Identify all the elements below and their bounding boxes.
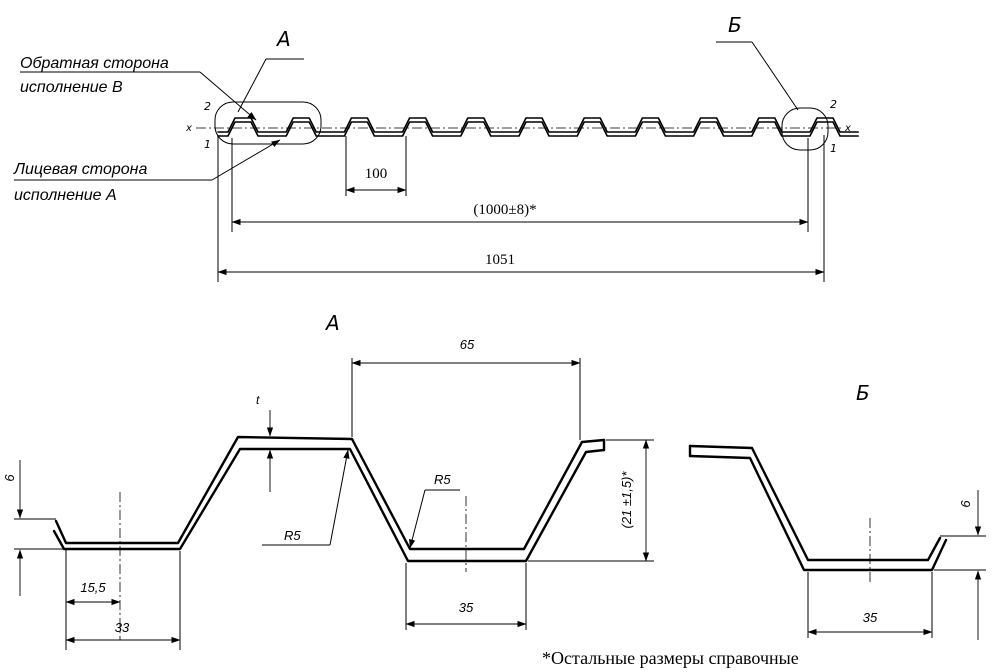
detail-a-title: А	[324, 311, 340, 335]
callout-b-label: Б	[728, 13, 742, 37]
back-side-leader	[199, 71, 257, 121]
dim-t-text: t	[256, 393, 260, 407]
dim-65-text: 65	[460, 337, 475, 352]
dim-r5-right-text: R5	[434, 472, 451, 487]
dim-35b-text: 35	[863, 610, 878, 625]
footnote: *Остальные размеры справочные	[542, 648, 799, 668]
sheet-profile-outer	[217, 117, 859, 133]
face-side-label-line2: исполнение А	[14, 187, 117, 204]
back-side-label-line1: Обратная сторона	[20, 55, 169, 72]
detail-b: Б 6 35	[688, 381, 986, 640]
detail-a: А 65 t R5 R5 (21 ±1,5)* 6	[2, 311, 654, 650]
dim-33-text: 33	[115, 620, 130, 635]
detail-b-profile-lower	[688, 454, 948, 572]
dim-height-text: (21 ±1,5)*	[619, 471, 634, 529]
detail-a-profile-upper	[54, 435, 606, 551]
dim-15-5-text: 15,5	[80, 580, 106, 595]
detail-a-callout-box	[214, 101, 322, 145]
detail-b-title: Б	[856, 381, 870, 405]
dim-35a-text: 35	[459, 600, 474, 615]
sheet-profile-inner	[217, 121, 859, 137]
dim-6b-text: 6	[958, 500, 973, 508]
detail-b-callout-box	[781, 107, 829, 151]
r5-right-leader	[409, 489, 426, 549]
dim-r5-left-text: R5	[284, 528, 301, 543]
left-edge-label-2: 2	[204, 100, 211, 113]
right-axis-label-x: x	[844, 123, 851, 134]
face-side-leader	[211, 139, 281, 181]
top-view: А Б Обратная сторона исполнение В Лицева…	[13, 13, 859, 282]
dim-total-text: 1051	[485, 252, 515, 268]
callout-b-leader	[751, 41, 799, 111]
r5-left-leader	[329, 449, 350, 546]
right-edge-label-2: 2	[830, 98, 837, 111]
dim-width-text: (1000±8)*	[473, 202, 536, 218]
dim-pitch-text: 100	[365, 166, 388, 182]
detail-a-profile-lower	[52, 447, 606, 563]
face-side-label-line1: Лицевая сторона	[13, 161, 147, 178]
left-axis-label-x: x	[185, 123, 192, 134]
left-edge-label-1: 1	[204, 138, 211, 151]
back-side-label-line2: исполнение В	[20, 79, 123, 96]
callout-a-label: А	[275, 27, 291, 51]
detail-b-profile-upper	[688, 444, 942, 562]
callout-a-leader	[237, 58, 267, 113]
right-edge-label-1: 1	[830, 142, 837, 155]
dim-6-text: 6	[2, 474, 17, 482]
